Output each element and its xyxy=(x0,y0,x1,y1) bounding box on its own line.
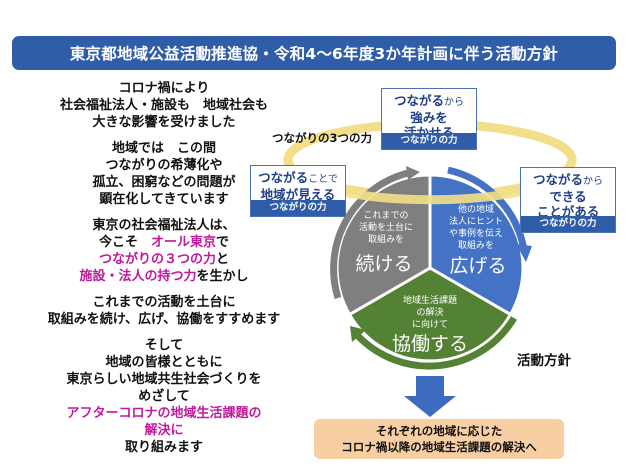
segment-spread xyxy=(428,173,525,317)
segment-continue-sub-1: これまでの xyxy=(363,210,408,221)
card-possibility-heading: つながるから できる ことがある xyxy=(521,168,615,219)
arrow-head-bottom xyxy=(350,326,366,342)
goal-line-2: コロナ禍以降の地域生活課題の解決へ xyxy=(341,440,537,454)
card-visibility-particle: ことで xyxy=(308,174,338,185)
page-title: 東京都地域公益活動推進協・令和4～6年度3か年計画に伴う活動方針 xyxy=(12,36,616,70)
card-possibility-footer: つながりの力 xyxy=(521,216,615,232)
card-strengths-line-1: 強みを xyxy=(410,110,448,125)
card-visibility: つながることで 地域が見える つながりの力 xyxy=(250,165,346,217)
policy-caption: 活動方針 xyxy=(517,353,571,369)
segment-spread-sub-3: や事例を伝え xyxy=(449,227,503,239)
arrow-head-right xyxy=(516,244,532,262)
message-line-accent: つながりの３つの力と xyxy=(98,252,230,267)
segment-spread-sub-1: 他の地域 xyxy=(458,203,494,215)
card-strengths-footer: つながりの力 xyxy=(382,133,476,149)
card-visibility-line-1: 地域が見える xyxy=(260,187,336,202)
card-possibility-accent: つながる xyxy=(532,172,583,187)
arrow-arc-bottom xyxy=(355,316,518,370)
message-line: コロナ禍により xyxy=(118,81,210,96)
card-possibility: つながるから できる ことがある つながりの力 xyxy=(520,167,616,233)
message-line: めざして xyxy=(138,389,190,404)
segment-continue-sub-2: 活動を土台に xyxy=(359,221,413,233)
accent-three-powers: つながりの３つの力 xyxy=(98,252,216,267)
message-line-accent: 施設・法人の持つ力を生かし xyxy=(79,269,249,284)
left-message: コロナ禍により 社会福祉法人・施設も 地域社会も 大きな影響を受けました 地域で… xyxy=(14,80,314,465)
accent-all-tokyo: オール東京 xyxy=(150,235,216,250)
card-visibility-heading: つながることで 地域が見える xyxy=(251,166,345,202)
message-paragraph-1: コロナ禍により 社会福祉法人・施設も 地域社会も 大きな影響を受けました xyxy=(14,80,314,131)
message-line: 顕在化してきています xyxy=(99,192,229,207)
message-line-accent: 今こそ オール東京で xyxy=(98,235,230,250)
message-line: そして xyxy=(144,338,184,353)
segment-spread-main: 広げる xyxy=(449,255,506,277)
segment-cooperate-main: 協働する xyxy=(392,333,468,355)
segment-spread-sub-2: 法人にヒント xyxy=(449,215,503,227)
arrow-head-left xyxy=(406,166,420,180)
card-possibility-line-1: できる xyxy=(549,189,587,204)
message-paragraph-4: これまでの活動を土台に 取組みを続け、広げ、協働をすすめます xyxy=(14,294,314,328)
card-visibility-accent: つながる xyxy=(258,170,309,185)
message-line: 取り組みます xyxy=(124,440,203,455)
card-possibility-particle: から xyxy=(583,176,603,187)
accent-facility-power: 施設・法人の持つ力 xyxy=(79,269,197,284)
message-paragraph-3: 東京の社会福祉法人は、 今こそ オール東京で つながりの３つの力と 施設・法人の… xyxy=(14,217,314,285)
ring-caption: つながりの3つの力 xyxy=(272,131,373,145)
segment-continue-main: 続ける xyxy=(355,253,412,275)
message-line: これまでの活動を土台に xyxy=(92,295,236,310)
message-paragraph-2: 地域では この間 つながりの希薄化や 孤立、困窮などの問題が 顕在化してきていま… xyxy=(14,140,314,208)
accent-kaiketsu: 解決に xyxy=(144,423,184,438)
accent-after-corona: アフターコロナの地域生活課題の xyxy=(66,406,262,421)
goal-box: それぞれの地域に応じた コロナ禍以降の地域生活課題の解決へ xyxy=(314,419,564,459)
message-line: 東京の社会福祉法人は、 xyxy=(92,218,236,233)
down-arrow-icon xyxy=(404,376,456,417)
segment-cooperate-sub-1: 地域生活課題 xyxy=(403,294,457,306)
message-paragraph-5: そして 地域の皆様とともに 東京らしい地域共生社会づくりを めざして アフターコ… xyxy=(14,337,314,456)
segment-continue-sub-3: 取組みを xyxy=(368,233,404,245)
message-line: 東京らしい地域共生社会づくりを xyxy=(66,372,262,387)
message-line: 地域では この間 xyxy=(111,141,216,156)
message-line: 社会福祉法人・施設も 地域社会も xyxy=(59,98,268,113)
message-line: つながりの希薄化や xyxy=(105,158,223,173)
card-strengths-accent: つながる xyxy=(393,93,444,108)
message-line: 大きな影響を受けました xyxy=(92,115,236,130)
goal-line-1: それぞれの地域に応じた xyxy=(375,424,503,438)
card-strengths-particle: から xyxy=(444,97,464,108)
card-possibility-line-2: ことがある xyxy=(536,204,600,219)
segment-cooperate-sub-2: の解決 xyxy=(416,306,443,318)
message-line: 地域の皆様とともに xyxy=(105,355,223,370)
segment-cooperate-sub-3: に向けて xyxy=(412,318,448,330)
message-line: 取組みを続け、広げ、協働をすすめます xyxy=(47,312,281,327)
segment-spread-sub-4: 取組みを xyxy=(458,239,494,251)
card-strengths: つながるから 強みを 活かせる つながりの力 xyxy=(381,88,477,150)
card-visibility-footer: つながりの力 xyxy=(251,200,345,216)
message-line: 孤立、困窮などの問題が xyxy=(92,175,236,190)
arrow-arc-left xyxy=(330,168,413,300)
